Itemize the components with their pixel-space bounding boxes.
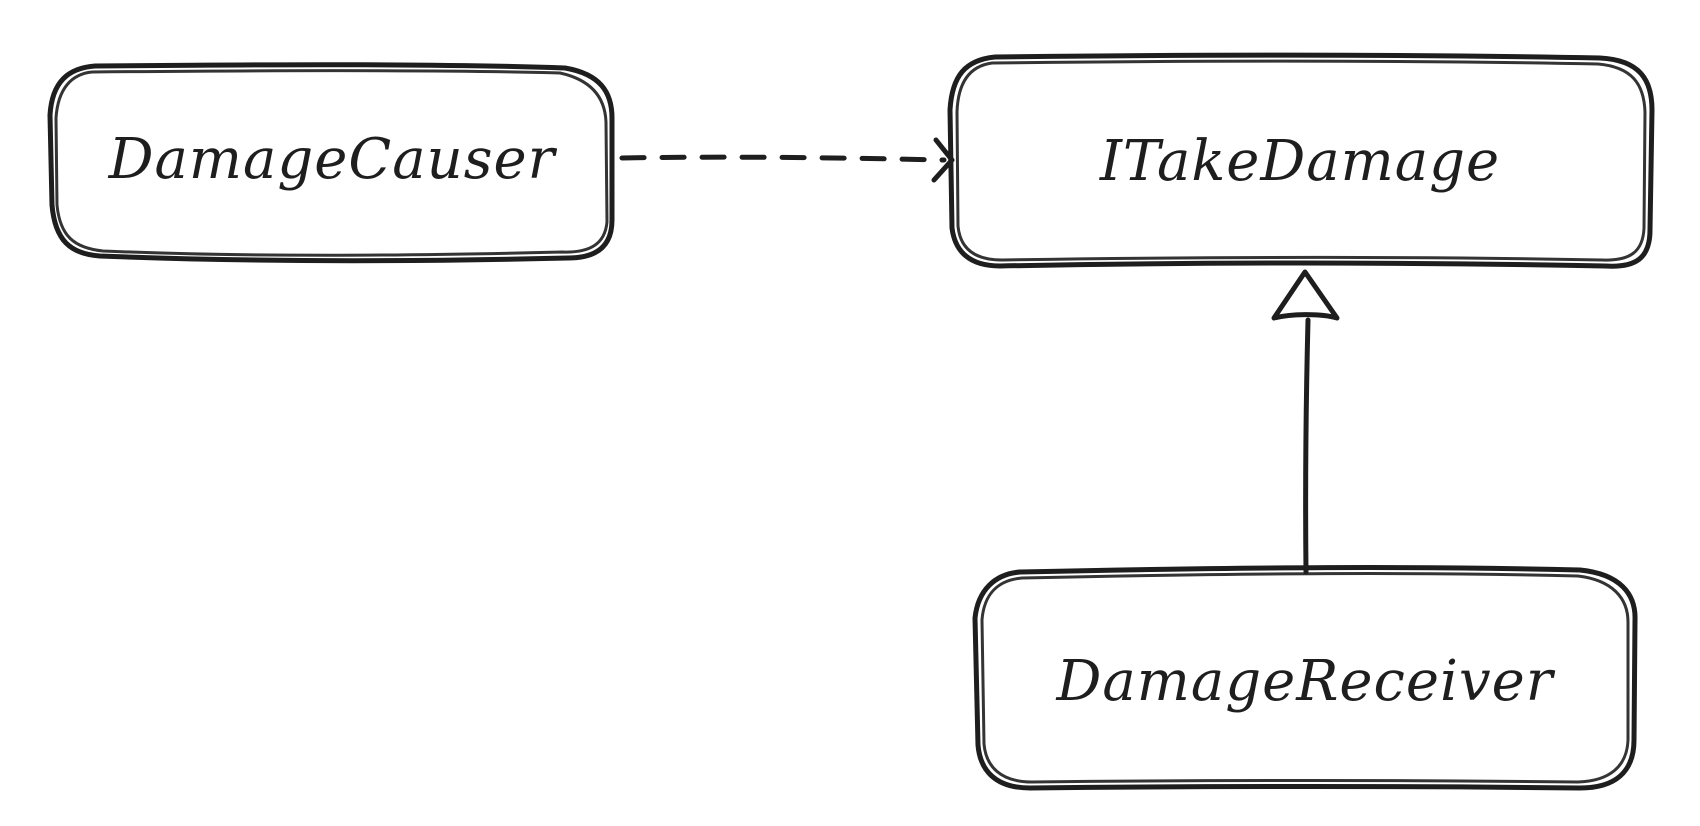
realization-line <box>1303 317 1311 575</box>
dependency-arrowhead <box>931 137 955 183</box>
realization-triangle-head <box>1271 269 1340 321</box>
damage-receiver-label: DamageReceiver <box>1055 649 1555 714</box>
i-take-damage-outline <box>947 52 1655 269</box>
node-damage-causer[interactable]: DamageCauser <box>47 62 615 264</box>
damage-causer-outline <box>47 62 615 264</box>
dependency-line <box>619 154 947 163</box>
damage-causer-label: DamageCauser <box>108 127 558 192</box>
edge-dependency <box>619 137 955 183</box>
damage-receiver-outline <box>972 565 1638 791</box>
node-damage-receiver[interactable]: DamageReceiver <box>972 565 1638 791</box>
i-take-damage-outline-sketch <box>955 59 1647 262</box>
damage-causer-outline-sketch <box>54 69 609 257</box>
i-take-damage-label: ITakeDamage <box>1099 129 1500 194</box>
node-i-take-damage[interactable]: ITakeDamage <box>947 52 1655 269</box>
edge-realization <box>1271 269 1340 575</box>
damage-receiver-outline-sketch <box>980 572 1630 784</box>
